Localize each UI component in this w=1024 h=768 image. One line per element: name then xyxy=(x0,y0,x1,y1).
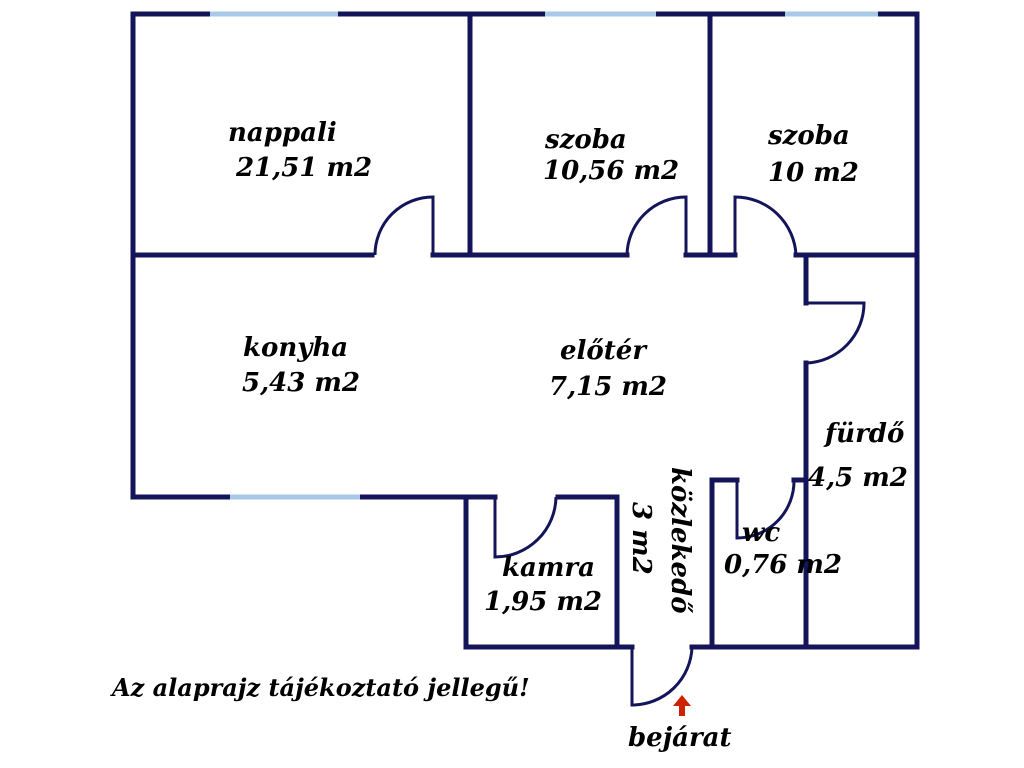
doors xyxy=(373,195,866,707)
door-entrance xyxy=(630,646,694,707)
room-label-szoba-2: szoba xyxy=(767,121,850,151)
windows xyxy=(210,11,878,500)
door-furdo xyxy=(805,301,866,365)
room-label-furdo: fürdő xyxy=(823,419,904,449)
room-area-konyha: 5,43 m2 xyxy=(242,368,360,398)
interior-walls xyxy=(130,11,920,650)
room-area-wc: 0,76 m2 xyxy=(724,550,842,580)
door-nappali xyxy=(373,195,435,256)
room-label-eloter: előtér xyxy=(560,336,648,366)
room-label-wc: wc xyxy=(742,518,780,548)
door-szoba-2 xyxy=(733,195,798,256)
room-label-nappali: nappali xyxy=(228,118,337,148)
disclaimer-note: Az alaprajz tájékoztató jellegű! xyxy=(110,673,530,702)
room-area-nappali: 21,51 m2 xyxy=(235,153,372,183)
room-area-kozlekedo: 3 m2 xyxy=(626,502,656,575)
door-kamra xyxy=(493,496,558,559)
room-area-szoba-1: 10,56 m2 xyxy=(543,156,679,186)
entrance-label: bejárat xyxy=(628,723,732,753)
room-label-kamra: kamra xyxy=(502,553,595,583)
room-area-szoba-2: 10 m2 xyxy=(768,158,859,188)
entrance-arrow-icon xyxy=(673,695,691,716)
room-label-szoba-1: szoba xyxy=(544,125,627,155)
room-area-furdo: 4,5 m2 xyxy=(808,463,908,493)
room-area-kamra: 1,95 m2 xyxy=(484,587,602,617)
room-label-konyha: konyha xyxy=(243,333,348,363)
door-szoba-1 xyxy=(625,195,688,256)
door-wc xyxy=(735,479,796,540)
room-label-kozlekedo: közlekedő xyxy=(665,467,695,614)
room-area-eloter: 7,15 m2 xyxy=(549,372,667,402)
